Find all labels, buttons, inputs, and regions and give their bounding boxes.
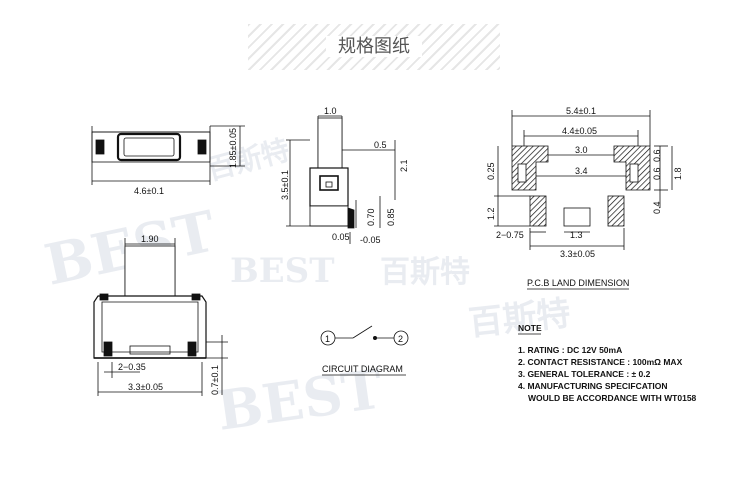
svg-text:0.6: 0.6 (652, 167, 662, 180)
svg-text:1.90: 1.90 (141, 234, 159, 244)
svg-text:3.3±0.05: 3.3±0.05 (560, 249, 595, 259)
svg-text:3.3±0.05: 3.3±0.05 (128, 382, 163, 392)
svg-text:0.5: 0.5 (374, 140, 387, 150)
svg-text:BEST: BEST (230, 251, 335, 291)
svg-text:0.7±0.1: 0.7±0.1 (210, 365, 220, 395)
svg-text:0.4: 0.4 (652, 201, 662, 214)
svg-text:3.4: 3.4 (575, 166, 588, 176)
svg-text:百斯特: 百斯特 (380, 255, 470, 290)
pin-2-label: 2 (398, 334, 403, 344)
svg-text:0.6: 0.6 (652, 149, 662, 162)
dim-height: 1.85±0.05 (228, 128, 238, 168)
circuit-caption: CIRCUIT DIAGRAM (322, 364, 403, 374)
svg-text:0.05: 0.05 (332, 232, 350, 242)
front-view: 1.90 2−0.35 3.3±0.05 0.7±0.1 (93, 234, 228, 396)
note-item: 3. GENERAL TOLERANCE : ± 0.2 (518, 369, 651, 379)
svg-text:1.2: 1.2 (486, 207, 496, 220)
side-view: 1.0 3.5±0.1 0.5 2.1 0.70 0.85 0.05 -0.05 (280, 106, 409, 245)
svg-text:0.25: 0.25 (486, 162, 496, 180)
circuit-diagram: 1 2 CIRCUIT DIAGRAM (320, 325, 409, 376)
note-item: 1. RATING : DC 12V 50mA (518, 345, 622, 355)
pcb-land-dimension: 5.4±0.1 4.4±0.05 3.0 3.4 0.25 1.2 2−0.75… (486, 106, 683, 290)
svg-text:-0.05: -0.05 (360, 235, 381, 245)
svg-text:1.8: 1.8 (673, 167, 683, 180)
svg-text:4.4±0.05: 4.4±0.05 (562, 126, 597, 136)
svg-text:5.4±0.1: 5.4±0.1 (566, 106, 596, 116)
svg-text:0.70: 0.70 (366, 208, 376, 226)
page-title: 规格图纸 (248, 24, 500, 70)
svg-text:2.1: 2.1 (399, 159, 409, 172)
pin-1-label: 1 (325, 334, 330, 344)
top-view: 4.6±0.1 1.85±0.05 (91, 125, 245, 196)
svg-text:3.5±0.1: 3.5±0.1 (280, 170, 290, 200)
svg-text:2−0.75: 2−0.75 (496, 230, 524, 240)
pcb-caption: P.C.B LAND DIMENSION (527, 278, 629, 288)
svg-text:百斯特: 百斯特 (467, 294, 573, 344)
notes: NOTE 1. RATING : DC 12V 50mA 2. CONTACT … (518, 323, 697, 403)
svg-text:0.85: 0.85 (386, 208, 396, 226)
svg-text:2−0.35: 2−0.35 (118, 362, 146, 372)
notes-heading: NOTE (518, 323, 542, 333)
note-item: WOULD BE ACCORDANCE WITH WT0158 (528, 393, 697, 403)
svg-text:1.3: 1.3 (570, 230, 583, 240)
note-item: 2. CONTACT RESISTANCE : 100mΩ MAX (518, 357, 683, 367)
svg-text:3.0: 3.0 (575, 145, 588, 155)
svg-text:1.0: 1.0 (324, 106, 337, 116)
note-item: 4. MANUFACTURING SPECIFCATION (518, 381, 668, 391)
dim-width: 4.6±0.1 (134, 186, 164, 196)
switch-contact (352, 325, 373, 339)
